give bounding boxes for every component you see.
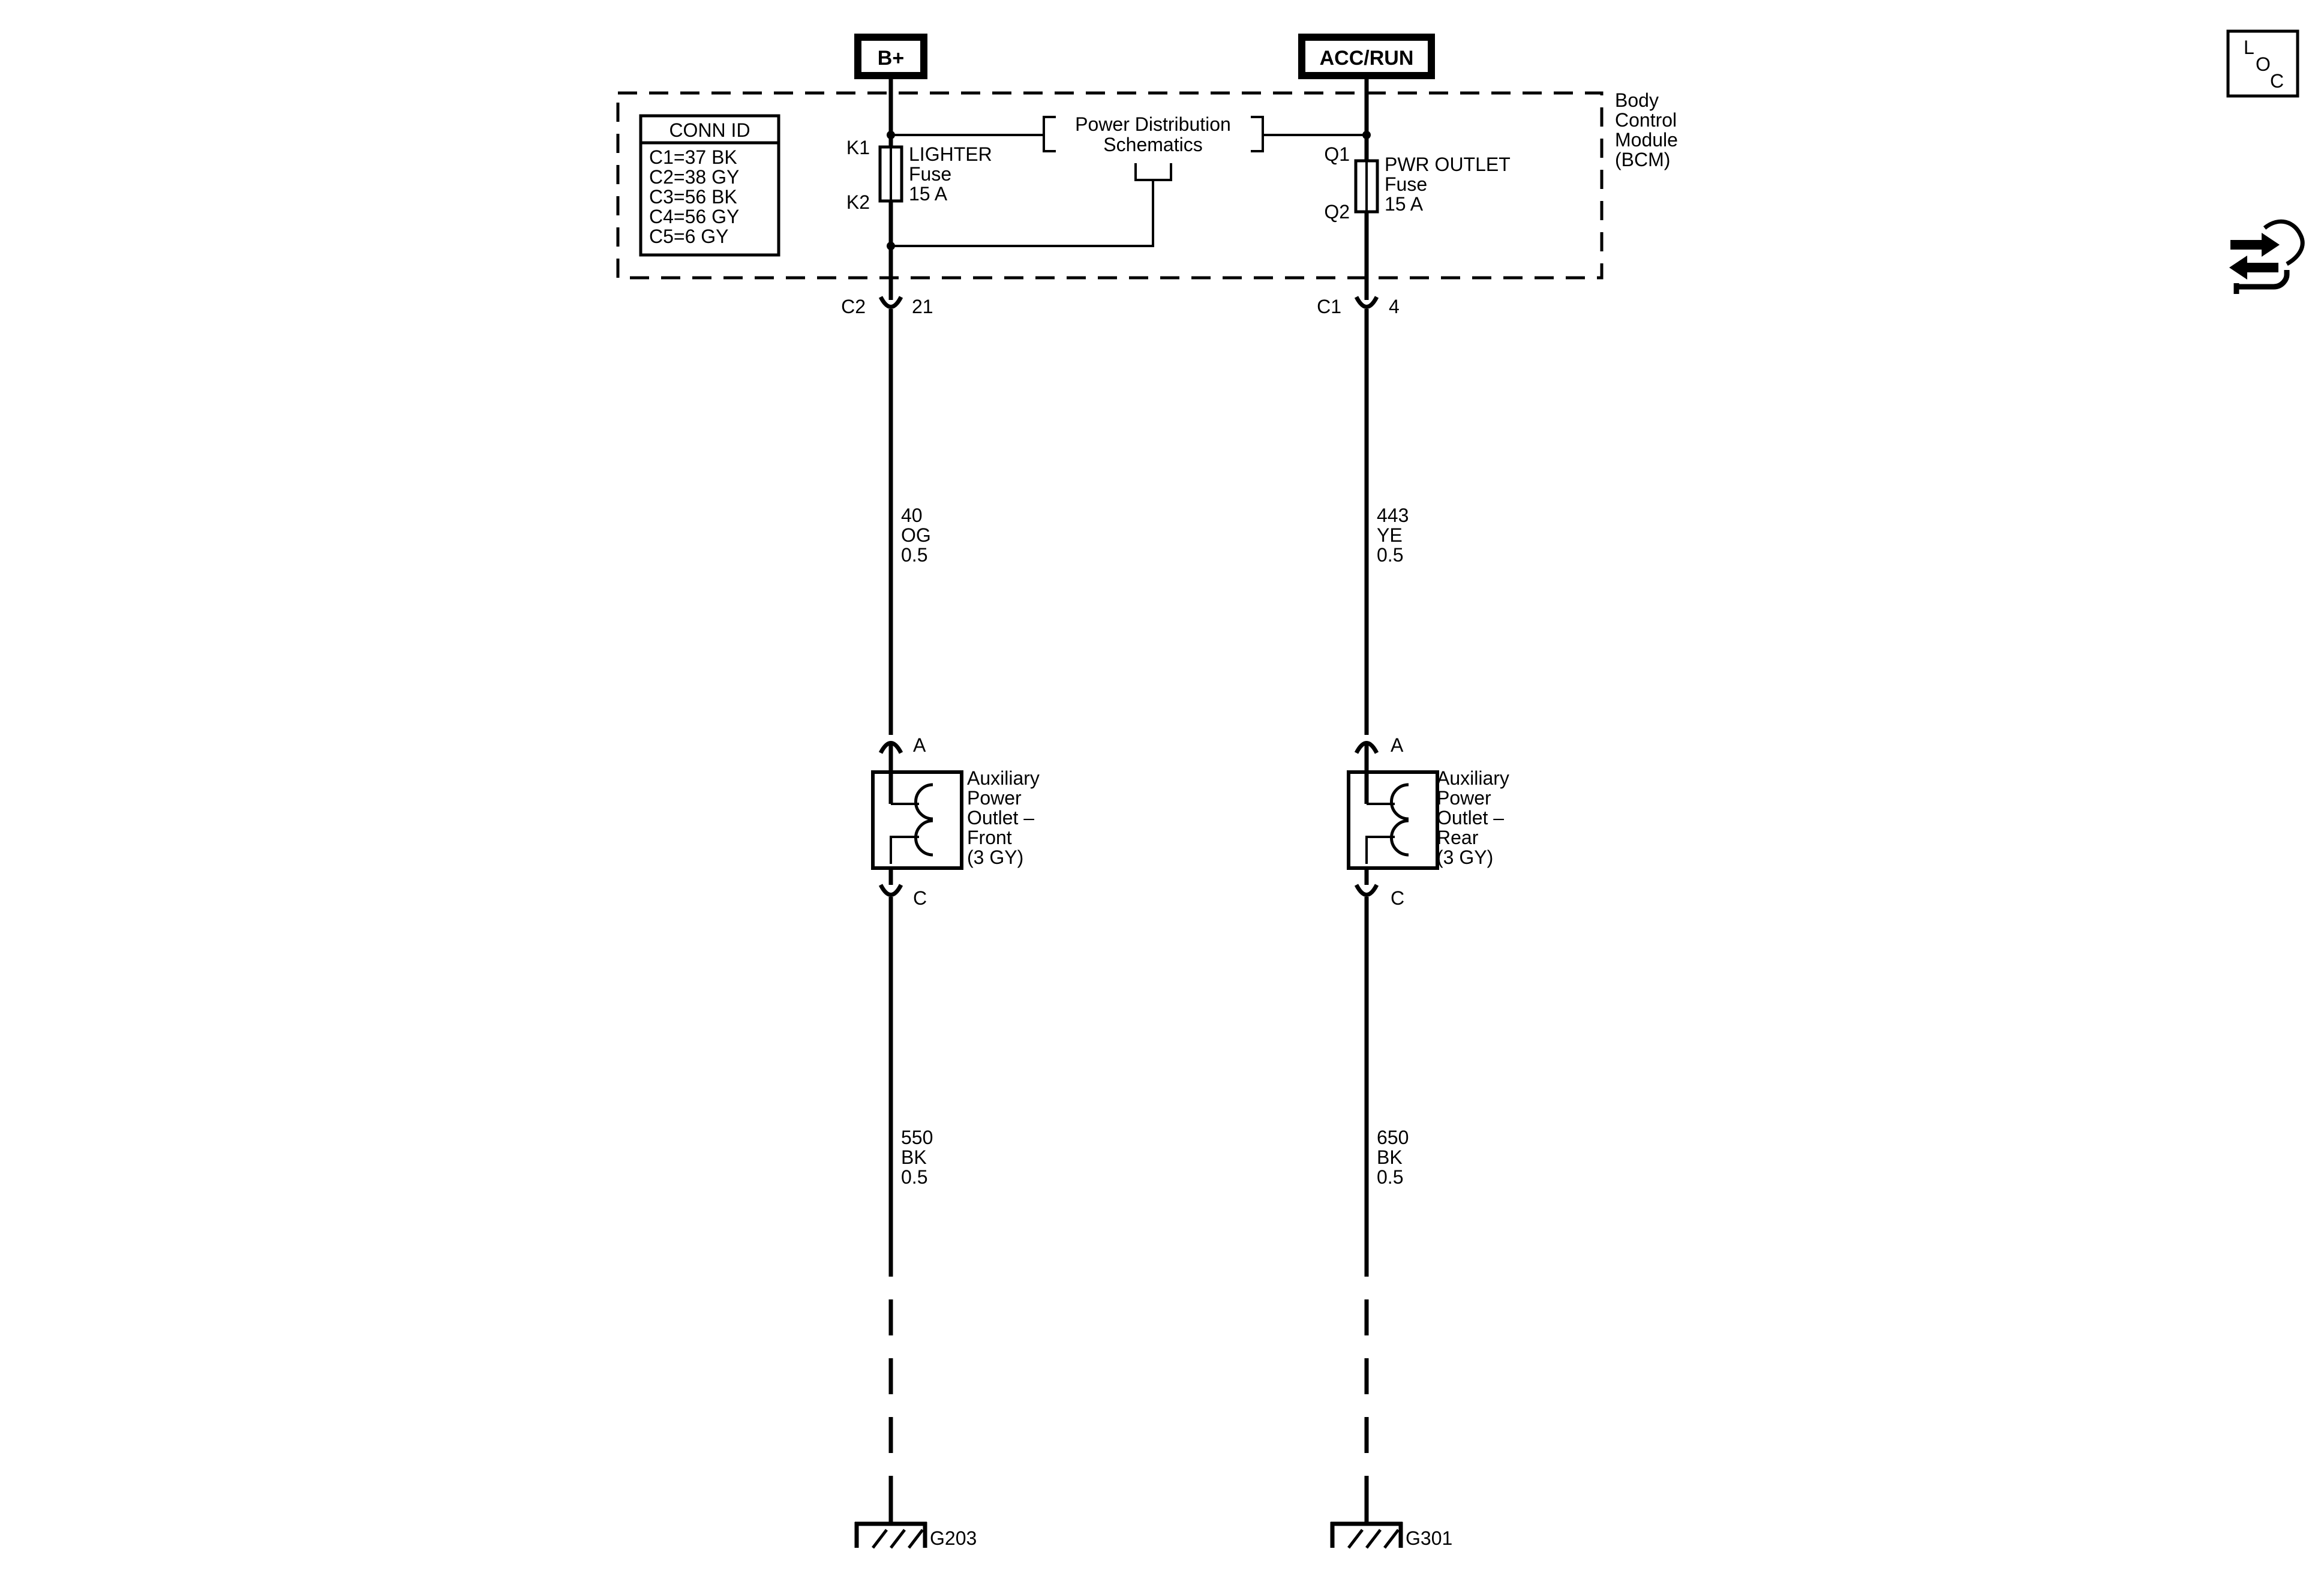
conn-id-row: C1=37 BK xyxy=(649,146,737,168)
lighter-fuse-pin-in: K1 xyxy=(846,137,870,158)
ground-g301-label: G301 xyxy=(1406,1527,1452,1549)
conn-id-table: CONN ID C1=37 BK C2=38 GY C3=56 BK C4=56… xyxy=(639,114,780,257)
location-icon[interactable]: L O C xyxy=(2226,29,2299,98)
wire-label-right-lower: 650 BK 0.5 xyxy=(1377,1127,1409,1188)
pwr-outlet-connector-id: C1 xyxy=(1317,296,1341,317)
bcm-label-line-2: Control xyxy=(1615,109,1677,131)
ground-g203-label: G203 xyxy=(930,1527,977,1549)
front-outlet-pin-a: A xyxy=(913,734,926,756)
wire-circuit-number: 40 xyxy=(901,505,923,526)
wire-color: BK xyxy=(1377,1146,1403,1168)
lighter-fuse-rating: 15 A xyxy=(909,183,948,205)
power-distribution-reference: Power Distribution Schematics xyxy=(887,113,1371,250)
wire-color: YE xyxy=(1377,524,1403,546)
bcm-label-line-4: (BCM) xyxy=(1615,149,1670,170)
power-distribution-line-1: Power Distribution xyxy=(1075,113,1231,135)
outlet-label-line: Auxiliary xyxy=(967,767,1040,789)
supply-b-plus-label: B+ xyxy=(878,47,904,70)
wire-circuit-number: 550 xyxy=(901,1127,933,1148)
location-icon-letter-l: L xyxy=(2244,37,2254,58)
lighter-connector-cavity: 21 xyxy=(912,296,933,317)
wire-color: BK xyxy=(901,1146,927,1168)
wire-circuit-number: 443 xyxy=(1377,505,1409,526)
outlet-label-line: Outlet – xyxy=(967,807,1034,828)
pwr-outlet-fuse-pin-out: Q2 xyxy=(1324,201,1350,223)
power-distribution-line-2: Schematics xyxy=(1103,134,1202,155)
conn-id-title: CONN ID xyxy=(669,119,750,141)
lighter-fuse-type: Fuse xyxy=(909,163,951,185)
rear-outlet-pin-a: A xyxy=(1391,734,1404,756)
lighter-connector-id: C2 xyxy=(841,296,866,317)
connector-repair-icon[interactable] xyxy=(2229,219,2305,294)
rear-outlet-pin-c: C xyxy=(1391,887,1404,909)
conn-id-row: C4=56 GY xyxy=(649,206,739,227)
supply-acc-run-label: ACC/RUN xyxy=(1320,47,1414,70)
pwr-outlet-connector-cavity: 4 xyxy=(1389,296,1400,317)
wire-label-left-upper: 40 OG 0.5 xyxy=(901,505,931,566)
front-outlet-pin-c: C xyxy=(913,887,927,909)
outlet-label-line: Auxiliary xyxy=(1437,767,1509,789)
outlet-label-line: Front xyxy=(967,827,1012,848)
lighter-fuse-name: LIGHTER xyxy=(909,143,992,165)
wire-circuit-number: 650 xyxy=(1377,1127,1409,1148)
auxiliary-power-outlet-rear xyxy=(1347,741,1439,1512)
location-icon-letter-o: O xyxy=(2256,53,2271,75)
outlet-label-line: Rear xyxy=(1437,827,1479,848)
ground-g301: G301 xyxy=(1330,1512,1452,1549)
outlet-label-line: (3 GY) xyxy=(1437,846,1493,868)
wire-gauge: 0.5 xyxy=(901,1166,927,1188)
conn-id-row: C5=6 GY xyxy=(649,226,729,247)
wire-label-right-upper: 443 YE 0.5 xyxy=(1377,505,1409,566)
pwr-outlet-circuit xyxy=(1354,76,1379,735)
wire-label-left-lower: 550 BK 0.5 xyxy=(901,1127,933,1188)
outlet-label-line: (3 GY) xyxy=(967,846,1023,868)
pwr-outlet-fuse-rating: 15 A xyxy=(1385,193,1424,215)
outlet-label-line: Outlet – xyxy=(1437,807,1504,828)
bcm-module-label: Body Control Module (BCM) xyxy=(1615,89,1678,170)
wire-gauge: 0.5 xyxy=(901,544,927,566)
pwr-outlet-fuse-pin-in: Q1 xyxy=(1324,143,1350,165)
outlet-label-line: Power xyxy=(1437,787,1491,809)
supply-b-plus: B+ xyxy=(854,34,927,79)
location-icon-letter-c: C xyxy=(2270,70,2284,92)
outlet-label-line: Power xyxy=(967,787,1022,809)
ground-g203: G203 xyxy=(854,1512,977,1549)
auxiliary-power-outlet-front xyxy=(871,741,963,1512)
front-outlet-label: Auxiliary Power Outlet – Front (3 GY) xyxy=(967,767,1040,868)
bcm-label-line-3: Module xyxy=(1615,129,1678,151)
lighter-fuse: LIGHTER Fuse 15 A xyxy=(909,143,992,205)
rear-outlet-label: Auxiliary Power Outlet – Rear (3 GY) xyxy=(1437,767,1509,868)
lighter-fuse-pin-out: K2 xyxy=(846,191,870,213)
wire-gauge: 0.5 xyxy=(1377,1166,1403,1188)
lighter-circuit xyxy=(878,76,903,735)
pwr-outlet-fuse: PWR OUTLET Fuse 15 A xyxy=(1385,154,1511,215)
conn-id-row: C3=56 BK xyxy=(649,186,737,208)
conn-id-row: C2=38 GY xyxy=(649,166,739,188)
wire-color: OG xyxy=(901,524,931,546)
supply-acc-run: ACC/RUN xyxy=(1298,34,1435,79)
pwr-outlet-fuse-name: PWR OUTLET xyxy=(1385,154,1511,175)
pwr-outlet-fuse-type: Fuse xyxy=(1385,173,1427,195)
bcm-label-line-1: Body xyxy=(1615,89,1659,111)
bcm-module-outline xyxy=(616,91,1604,280)
wire-gauge: 0.5 xyxy=(1377,544,1403,566)
